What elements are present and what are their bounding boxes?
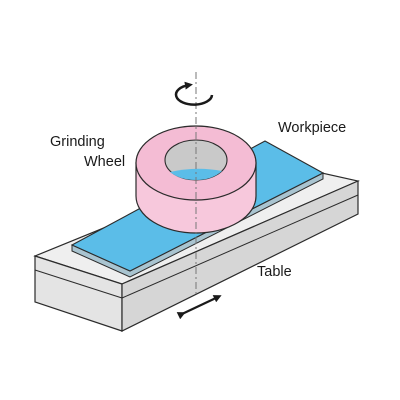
table-front-groove	[34, 269, 123, 299]
grinding-wheel-label-line1: Grinding	[50, 134, 105, 150]
double-arrow-icon	[176, 295, 222, 320]
workpiece-label: Workpiece	[278, 120, 346, 136]
table-side	[121, 180, 359, 332]
grinding-wheel-label-line2: Wheel	[84, 154, 125, 170]
wheel-hole-visible-workpiece	[170, 168, 222, 180]
rotation-arrow-icon	[174, 81, 214, 106]
table-label: Table	[257, 264, 292, 280]
table-side-groove	[121, 194, 359, 299]
